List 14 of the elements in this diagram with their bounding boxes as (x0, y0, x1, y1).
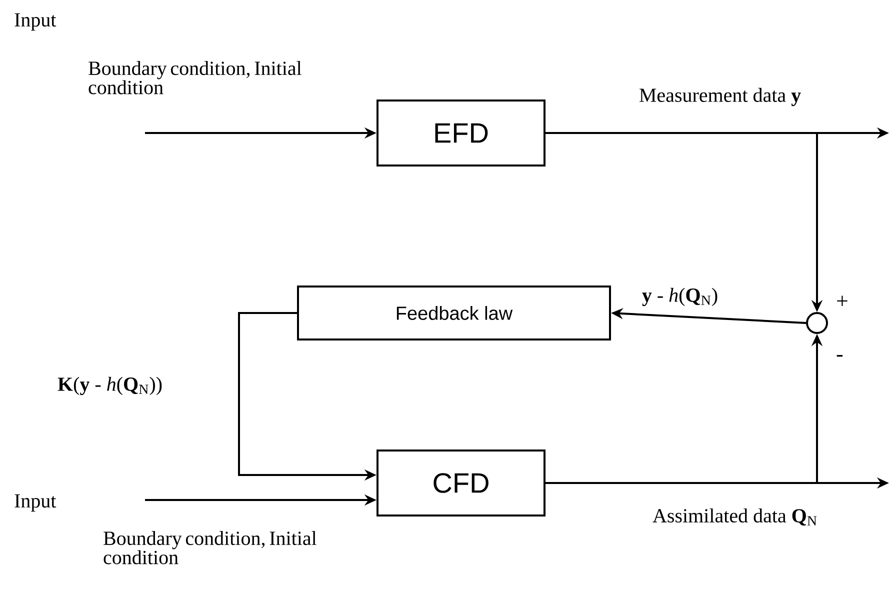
edge-label: Measurement data y (636, 86, 804, 108)
edge-label: Boundary condition, Initial condition (104, 531, 316, 564)
input-label: Input (14, 13, 56, 31)
input-label: Input (14, 494, 56, 512)
process-box: CFD (376, 450, 546, 516)
process-box: EFD (376, 100, 546, 166)
edge-label: y - h(Q$_{N}$) (640, 286, 720, 308)
edge-label: Boundary condition, Initial condition (88, 61, 302, 94)
process-box: Feedback law (297, 286, 611, 340)
edge-label: K(y - h(Q$_{N}$)) (56, 374, 165, 398)
edge-label: Assimilated data Q$_{N}$ (650, 506, 820, 528)
sign-label: + (837, 296, 848, 306)
summing-circle (806, 312, 828, 334)
sign-label: - (836, 355, 843, 357)
